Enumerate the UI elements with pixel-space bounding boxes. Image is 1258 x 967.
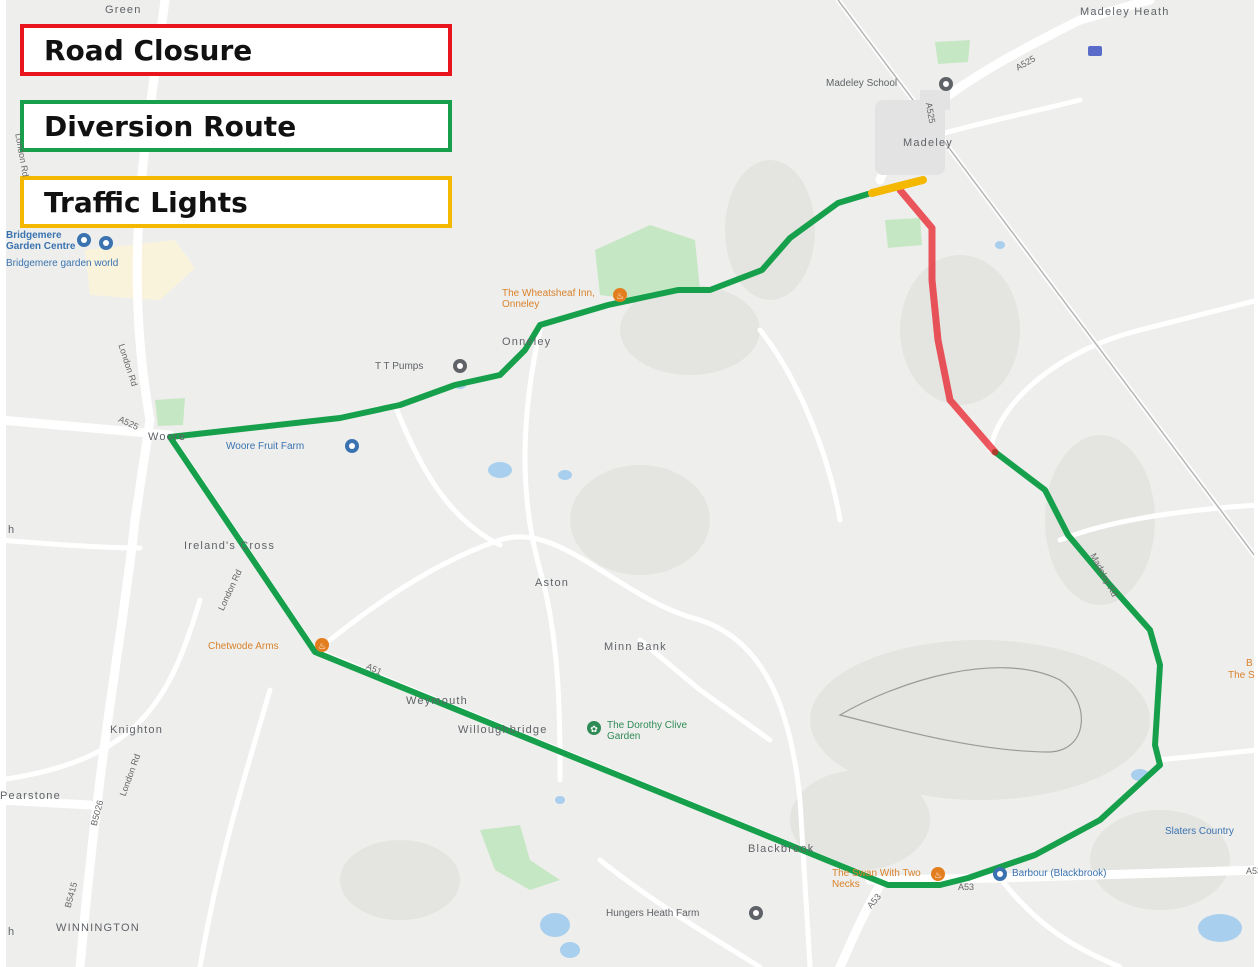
place-label: Aston <box>535 577 570 589</box>
rail-station-icon <box>1088 46 1102 56</box>
poi-label: Bridgemere <box>6 230 62 241</box>
garden-pin-icon: ✿ <box>587 721 601 735</box>
legend-traffic-lights: Traffic Lights <box>20 176 452 228</box>
place-label: Blackbrook <box>748 843 815 855</box>
svg-text:♨: ♨ <box>934 871 942 881</box>
place-label: Willoughbridge <box>458 724 548 736</box>
madeley-town <box>875 90 950 175</box>
pub-pin-icon-swan: ♨ <box>931 867 945 881</box>
place-label: h <box>8 926 16 938</box>
poi-label: Woore Fruit Farm <box>226 441 305 452</box>
legend-road-closure: Road Closure <box>20 24 452 76</box>
place-label: Knighton <box>110 724 164 736</box>
parks <box>155 40 970 890</box>
road-label: A53 <box>1246 866 1258 876</box>
traffic-lights-segment <box>868 176 927 197</box>
road-closure-line <box>896 186 999 456</box>
place-label: Weymouth <box>406 695 468 707</box>
poi-label: Hungers Heath Farm <box>606 908 700 919</box>
poi-label: Slaters Country <box>1165 826 1234 837</box>
diversion-route-line <box>167 191 1163 888</box>
svg-text:♨: ♨ <box>318 642 326 652</box>
railway-line <box>837 0 1258 561</box>
shop-pin-icon <box>993 867 1007 881</box>
place-label: Minn Bank <box>604 641 667 653</box>
svg-text:✿: ✿ <box>590 725 598 735</box>
farm-pin-icon <box>345 439 359 453</box>
place-label: Green <box>105 4 142 16</box>
place-label: Madeley Heath <box>1080 6 1170 18</box>
place-label: Woore <box>148 431 187 443</box>
poi-label: The S <box>1228 670 1255 681</box>
poi-pins: ♨ ♨ ✿ ♨ <box>77 46 1102 920</box>
legend-diversion-route: Diversion Route <box>20 100 452 152</box>
legend-diversion-route-label: Diversion Route <box>44 109 297 143</box>
place-label: Pearstone <box>0 790 61 802</box>
poi-label: The Dorothy Clive Garden <box>607 720 688 742</box>
legend-traffic-lights-label: Traffic Lights <box>44 185 248 219</box>
legend-road-closure-label: Road Closure <box>44 33 253 67</box>
poi-label: Chetwode Arms <box>208 641 279 652</box>
poi-label: The Swan With Two Necks <box>832 868 921 890</box>
terrain-contour <box>838 667 1082 753</box>
place-label: WINNINGTON <box>56 922 140 934</box>
map-edge-gutter <box>1254 0 1258 967</box>
poi-label: B <box>1246 658 1253 669</box>
place-label: Ireland's Cross <box>184 540 276 552</box>
poi-label: T T Pumps <box>375 361 424 372</box>
road-label: A53 <box>958 882 975 892</box>
poi-label: The Wheatsheaf Inn, Onneley <box>502 288 595 310</box>
svg-text:♨: ♨ <box>616 292 624 302</box>
water-bodies <box>454 241 1242 958</box>
poi-label: Barbour (Blackbrook) <box>1012 868 1107 879</box>
poi-label: Madeley School <box>826 78 898 89</box>
bridgemere-pin-icon <box>77 233 91 247</box>
school-pin-icon <box>939 77 953 91</box>
pub-pin-icon-chetwode: ♨ <box>315 638 329 652</box>
poi-label: Bridgemere garden world <box>6 258 119 269</box>
pumps-pin-icon <box>453 359 467 373</box>
map-edge-gutter-left <box>0 0 6 967</box>
bridgemere-pin-icon-2 <box>99 236 113 250</box>
farm-pin-icon-hungers <box>749 906 763 920</box>
place-label: h <box>8 524 16 536</box>
terrain-shading <box>340 160 1230 920</box>
poi-label: Garden Centre <box>6 241 76 252</box>
place-label: Onneley <box>502 336 552 348</box>
place-label: Madeley <box>903 137 953 149</box>
pub-pin-icon: ♨ <box>613 288 627 302</box>
